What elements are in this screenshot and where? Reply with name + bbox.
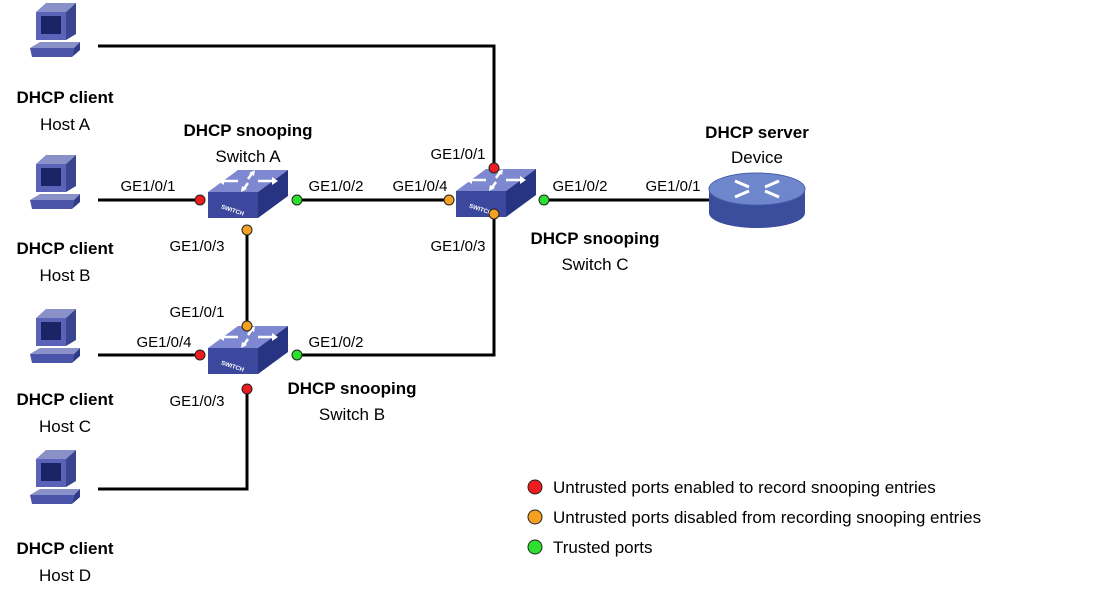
network-links — [98, 44, 712, 491]
legend-label-untrusted-record: Untrusted ports enabled to record snoopi… — [553, 478, 936, 497]
switch-c-role: DHCP snooping — [530, 229, 659, 248]
port-label-sa-2: GE1/0/2 — [308, 178, 363, 195]
port-label-sb-2: GE1/0/2 — [308, 334, 363, 351]
host-d-name: Host D — [39, 566, 91, 585]
switch-icon — [206, 324, 290, 376]
port-label-sc-2: GE1/0/2 — [552, 178, 607, 195]
switch-a-role: DHCP snooping — [183, 121, 312, 140]
port-dot-sc-2[interactable] — [538, 194, 550, 206]
host-b-role: DHCP client — [17, 239, 114, 258]
legend-label-trusted: Trusted ports — [553, 538, 653, 557]
port-dot-sc-1[interactable] — [488, 162, 500, 174]
port-label-sa-3: GE1/0/3 — [169, 238, 224, 255]
dhcp-server-device[interactable]: DHCP server Device — [705, 123, 809, 230]
port-dot-sb-2[interactable] — [291, 349, 303, 361]
server-role: DHCP server — [705, 123, 809, 142]
host-c-role: DHCP client — [17, 390, 114, 409]
host-c-name: Host C — [39, 417, 91, 436]
port-label-sa-1: GE1/0/1 — [120, 178, 175, 195]
port-label-sc-1: GE1/0/1 — [430, 146, 485, 163]
host-b-name: Host B — [39, 266, 90, 285]
port-labels: GE1/0/1 GE1/0/2 GE1/0/3 GE1/0/1 GE1/0/2 … — [120, 146, 700, 410]
legend-label-untrusted-norecord: Untrusted ports disabled from recording … — [553, 508, 981, 527]
port-dot-sc-4[interactable] — [443, 194, 455, 206]
host-a-role: DHCP client — [17, 88, 114, 107]
legend: Untrusted ports enabled to record snoopi… — [527, 478, 981, 557]
router-icon — [707, 171, 807, 230]
host-d-role: DHCP client — [17, 539, 114, 558]
legend-item-trusted: Trusted ports — [527, 538, 653, 557]
port-dot-sb-3[interactable] — [241, 383, 253, 395]
computer-icon — [30, 3, 80, 57]
legend-dot-untrusted-norecord — [527, 509, 543, 525]
port-dots — [194, 162, 550, 395]
legend-item-untrusted-record: Untrusted ports enabled to record snoopi… — [527, 478, 936, 497]
link-hosta-switchc — [98, 44, 496, 168]
switch-b-name: Switch B — [319, 405, 385, 424]
port-dot-sc-3[interactable] — [488, 208, 500, 220]
host-c[interactable]: DHCP client Host C — [17, 309, 114, 436]
port-dot-sb-4[interactable] — [194, 349, 206, 361]
host-d[interactable]: DHCP client Host D — [17, 450, 114, 585]
server-name: Device — [731, 148, 783, 167]
host-a-name: Host A — [40, 115, 91, 134]
port-dot-sa-3[interactable] — [241, 224, 253, 236]
computer-icon — [30, 155, 80, 209]
port-label-sc-3: GE1/0/3 — [430, 238, 485, 255]
port-label-device-1: GE1/0/1 — [645, 178, 700, 195]
link-switchc-switchb — [297, 214, 496, 357]
switch-c[interactable]: SWITCH DHCP snooping Switch C — [454, 167, 660, 274]
switch-b-role: DHCP snooping — [287, 379, 416, 398]
port-dot-sa-2[interactable] — [291, 194, 303, 206]
port-dot-sb-1[interactable] — [241, 320, 253, 332]
link-hostd-switchb — [98, 389, 249, 491]
legend-item-untrusted-norecord: Untrusted ports disabled from recording … — [527, 508, 981, 527]
port-label-sb-3: GE1/0/3 — [169, 393, 224, 410]
switch-a[interactable]: SWITCH DHCP snooping Switch A — [183, 121, 313, 220]
switch-c-name: Switch C — [561, 255, 628, 274]
port-label-sc-4: GE1/0/4 — [392, 178, 447, 195]
port-dot-sa-1[interactable] — [194, 194, 206, 206]
port-label-sb-1: GE1/0/1 — [169, 304, 224, 321]
computer-icon — [30, 450, 80, 504]
switch-b[interactable]: SWITCH DHCP snooping Switch B — [206, 324, 417, 424]
switch-icon — [206, 168, 290, 220]
host-a[interactable]: DHCP client Host A — [17, 3, 114, 134]
port-label-sb-4: GE1/0/4 — [136, 334, 191, 351]
computer-icon — [30, 309, 80, 363]
legend-dot-untrusted-record — [527, 479, 543, 495]
switch-a-name: Switch A — [215, 147, 281, 166]
legend-dot-trusted — [527, 539, 543, 555]
host-b[interactable]: DHCP client Host B — [17, 155, 114, 285]
